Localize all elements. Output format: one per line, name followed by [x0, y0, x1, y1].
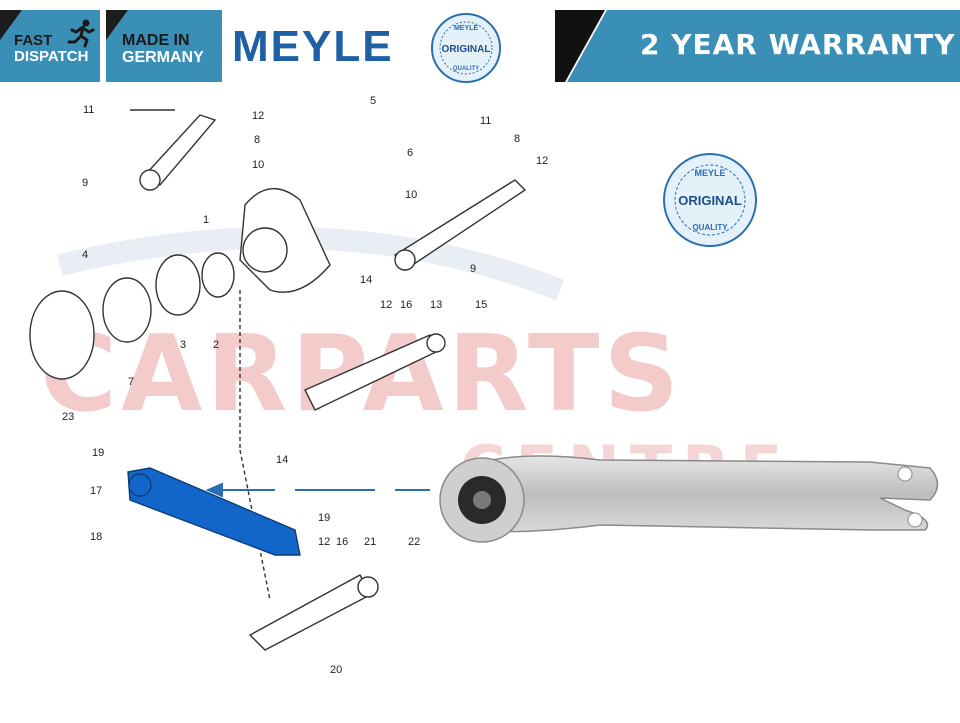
original-quality-seal-small: MEYLE ORIGINAL QUALITY	[431, 13, 501, 83]
callout-12: 12	[252, 110, 264, 122]
fast-dispatch-tile	[0, 10, 100, 82]
callout-19: 19	[92, 447, 104, 459]
arm-fork-hole-lower	[907, 512, 923, 528]
callout-1: 1	[203, 214, 209, 226]
arm-bushing-sleeve	[473, 491, 491, 509]
seal-small-middle: ORIGINAL	[442, 44, 491, 55]
callout-2: 2	[213, 339, 219, 351]
callout-10: 10	[405, 189, 417, 201]
top-banner: FAST DISPATCH MADE IN GERMANY MEYLE MEYL…	[0, 0, 960, 96]
callout-5: 5	[370, 95, 376, 107]
callout-10: 10	[252, 159, 264, 171]
callout-17: 17	[90, 485, 102, 497]
made-in-germany-label: MADE IN GERMANY	[122, 32, 204, 67]
upper-link-left-bushing	[139, 169, 161, 191]
callout-16: 16	[336, 536, 348, 548]
callout-6: 6	[407, 147, 413, 159]
made-in-label: MADE IN	[122, 32, 190, 49]
seal-large-middle: ORIGINAL	[678, 193, 742, 208]
trailing-arm-bushing	[128, 473, 152, 497]
running-man-icon	[67, 19, 95, 48]
guide-line-2	[239, 449, 271, 601]
arrow-head	[205, 482, 223, 498]
arm-fork-hole-upper	[897, 466, 913, 482]
callout-12: 12	[380, 299, 392, 311]
wheel-bearing	[201, 252, 235, 298]
callout-23: 23	[62, 411, 74, 423]
callout-9: 9	[470, 263, 476, 275]
brake-disc	[29, 290, 95, 380]
control-link-13-bushing	[426, 333, 446, 353]
seal-small-top: MEYLE	[454, 25, 478, 32]
callout-12: 12	[318, 536, 330, 548]
callout-22: 22	[408, 536, 420, 548]
callout-20: 20	[330, 664, 342, 676]
seal-large-bottom: QUALITY	[692, 223, 728, 232]
arm-body	[469, 455, 939, 533]
germany-label: GERMANY	[122, 48, 204, 66]
fast-dispatch-label: FAST DISPATCH	[14, 33, 88, 65]
callout-4: 4	[82, 249, 88, 261]
callout-11: 11	[480, 115, 491, 127]
wheel-hub	[102, 277, 152, 343]
dispatch-label: DISPATCH	[14, 47, 89, 65]
meyle-logo: MEYLE	[232, 22, 394, 71]
made-in-germany-tile	[106, 10, 222, 82]
callout-16: 16	[400, 299, 412, 311]
pointer-arrow	[205, 482, 430, 498]
highlighted-trailing-arm	[127, 467, 301, 556]
callout-7: 7	[128, 376, 134, 388]
watermark-swoosh	[57, 226, 565, 301]
seal-small-bottom: QUALITY	[453, 66, 479, 72]
dust-shield	[155, 254, 201, 316]
callout-3: 3	[180, 339, 186, 351]
callout-15: 15	[475, 299, 487, 311]
warranty-label: 2 YEAR WARRANTY	[640, 28, 956, 61]
lower-link-21	[248, 574, 371, 651]
original-quality-seal-large: MEYLE ORIGINAL QUALITY	[663, 153, 757, 247]
callout-13: 13	[430, 299, 442, 311]
callout-14: 14	[360, 274, 372, 286]
callout-8: 8	[514, 133, 520, 145]
fast-label: FAST	[14, 32, 53, 49]
callout-12: 12	[536, 155, 548, 167]
wheel-carrier-hub	[242, 227, 288, 273]
product-photo-arm	[439, 455, 939, 543]
exploded-suspension-drawing	[29, 109, 527, 651]
callout-19: 19	[318, 512, 330, 524]
callout-21: 21	[364, 536, 376, 548]
callout-18: 18	[90, 531, 102, 543]
seal-large-top: MEYLE	[694, 168, 725, 178]
callout-11: 11	[83, 104, 94, 116]
warranty-banner	[555, 10, 960, 82]
callout-14: 14	[276, 454, 288, 466]
lower-link-21-bushing	[357, 576, 379, 598]
parts-diagram: CARPARTS CENTRE MEYLE ORIGINAL QUALITY	[29, 95, 939, 676]
callout-8: 8	[254, 134, 260, 146]
callout-9: 9	[82, 177, 88, 189]
upper-link-right-bushing	[394, 249, 416, 271]
